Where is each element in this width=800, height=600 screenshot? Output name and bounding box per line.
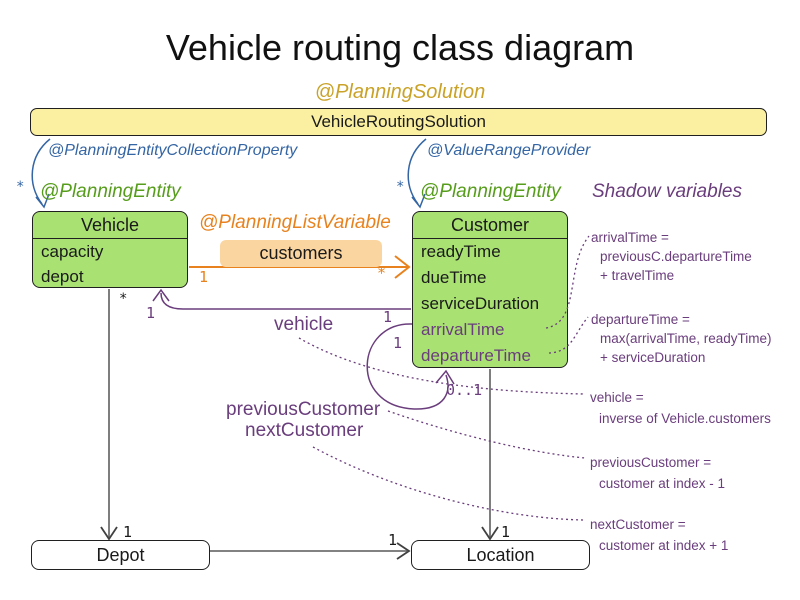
mult-customer-location-target: 1 [501, 523, 511, 541]
shadow-note-departuretime: departureTime = max(arrivalTime, readyTi… [591, 310, 772, 367]
note-line: departureTime = [591, 312, 690, 327]
planning-list-variable-annotation: @PlanningListVariable [199, 212, 391, 233]
vehicle-class-name: Vehicle [33, 212, 187, 239]
note-line: inverse of Vehicle.customers [599, 411, 771, 426]
entity-collection-annotation: @PlanningEntityCollectionProperty [48, 142, 298, 159]
next-customer-label: nextCustomer [245, 420, 364, 441]
location-class-name: Location [466, 544, 535, 565]
customers-label: customers [259, 243, 343, 263]
customer-shadow-field-arrivaltime: arrivalTime [421, 320, 505, 339]
mult-solution-vehicles: * [16, 179, 25, 195]
vehicle-field-capacity: capacity [41, 241, 104, 261]
nextcustomer-note-connector [312, 446, 586, 521]
note-line: + travelTime [600, 268, 675, 283]
customer-field-serviceduration: serviceDuration [421, 294, 540, 313]
vehicle-depot-edge [100, 289, 118, 541]
vehicle-relation-label: vehicle [274, 314, 334, 335]
mult-customers-source: 1 [199, 268, 209, 286]
planning-solution-annotation: @PlanningSolution [314, 81, 486, 103]
diagram-title: Vehicle routing class diagram [165, 27, 635, 68]
planning-entity-annotation-right: @PlanningEntity [420, 181, 561, 202]
mult-loop-source-b: 1 [393, 334, 403, 352]
note-line: previousC.departureTime [600, 249, 752, 264]
customer-field-readytime: readyTime [421, 242, 501, 261]
vehicle-relation-edge [152, 288, 411, 310]
mult-customers-target: * [377, 264, 387, 282]
customer-class: Customer readyTime dueTime serviceDurati… [412, 211, 568, 368]
vehicle-class: Vehicle capacity depot [32, 211, 188, 288]
location-class: Location [411, 540, 590, 570]
shadow-note-arrivaltime: arrivalTime = previousC.departureTime + … [591, 228, 752, 285]
solution-class-name: VehicleRoutingSolution [311, 112, 486, 131]
note-line: max(arrivalTime, readyTime) [600, 331, 772, 346]
depot-class: Depot [31, 540, 210, 570]
customer-location-edge [481, 369, 499, 541]
note-line: customer at index + 1 [599, 538, 729, 553]
customer-shadow-field-departuretime: departureTime [421, 346, 531, 365]
customer-field-duetime: dueTime [421, 268, 487, 287]
vehicle-field-depot: depot [41, 266, 84, 286]
mult-depot-location-target: 1 [388, 531, 398, 549]
mult-vehicle-depot-target: 1 [123, 523, 133, 541]
mult-vehicle-depot-source: * [119, 291, 128, 307]
customers-chip: customers [220, 240, 382, 267]
note-line: nextCustomer = [590, 517, 686, 532]
mult-solution-customers: * [396, 179, 405, 195]
previous-customer-label: previousCustomer [226, 399, 381, 420]
solution-class: VehicleRoutingSolution [30, 108, 767, 136]
shadow-note-vehicle: vehicle = inverse of Vehicle.customers [590, 387, 771, 429]
shadow-note-nextcustomer: nextCustomer = customer at index + 1 [590, 514, 728, 556]
mult-loop-target: 0..1 [446, 381, 483, 399]
mult-vehicle-rel-target: 1 [146, 304, 156, 322]
value-range-annotation: @ValueRangeProvider [427, 142, 591, 159]
planning-entity-annotation-left: @PlanningEntity [40, 181, 181, 202]
customer-class-name: Customer [413, 212, 567, 239]
note-line: + serviceDuration [600, 350, 706, 365]
depot-location-edge [210, 542, 411, 560]
previouscustomer-note-connector [387, 410, 586, 459]
mult-loop-source-a: 1 [383, 308, 393, 326]
depot-class-name: Depot [96, 544, 145, 565]
note-line: arrivalTime = [591, 230, 669, 245]
note-line: previousCustomer = [590, 455, 712, 470]
shadow-note-previouscustomer: previousCustomer = customer at index - 1 [590, 452, 725, 494]
note-line: customer at index - 1 [599, 476, 726, 491]
note-line: vehicle = [590, 390, 644, 405]
shadow-variables-heading: Shadow variables [592, 181, 742, 202]
